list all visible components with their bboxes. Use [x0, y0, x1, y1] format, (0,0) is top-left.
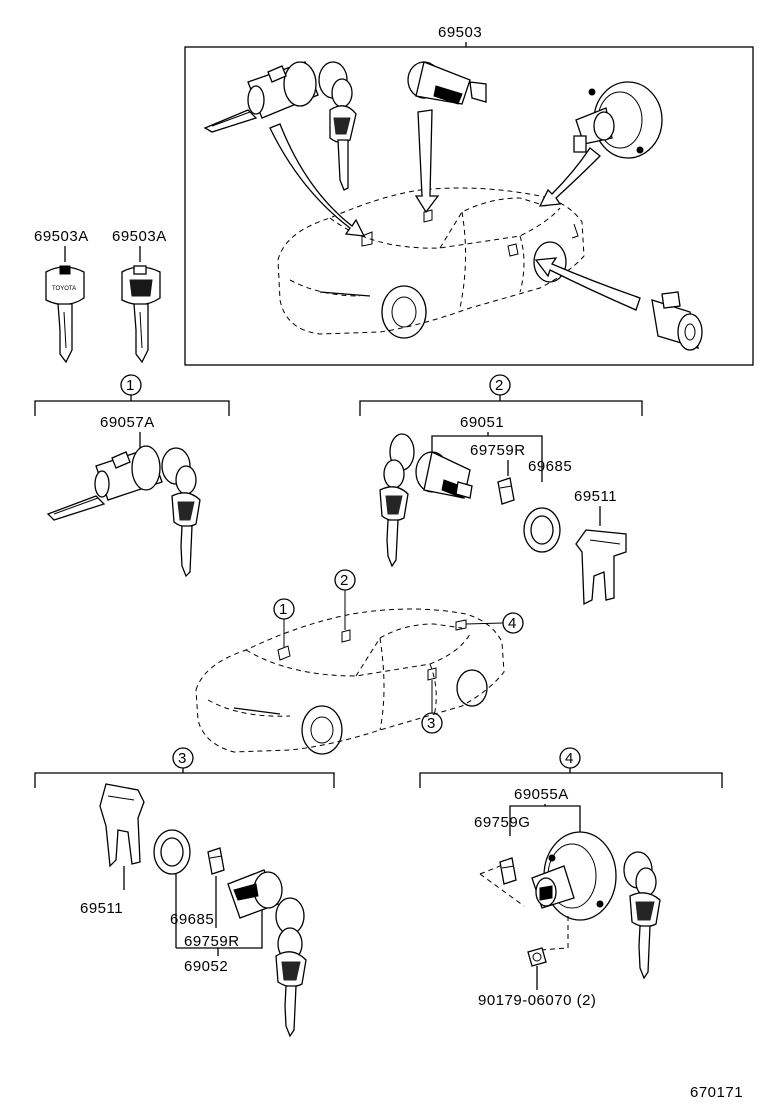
top-group-frame — [184, 46, 754, 366]
car-marker-3: 3 — [427, 715, 435, 732]
car-outline-center — [195, 608, 505, 755]
group-2-sub-part-2: 69685 — [528, 458, 572, 475]
key-label-1: 69503A — [34, 228, 89, 245]
group-2-sub-part-1: 69759R — [470, 442, 526, 459]
group-4-assembly-label: 69055A — [514, 786, 569, 803]
group-4-marker-text: 4 — [565, 750, 573, 767]
master-key: TOYOTA — [45, 265, 85, 364]
lock-seal-ring — [523, 507, 561, 553]
pointer-arrow — [534, 257, 641, 311]
group-1: 1 69057A — [34, 374, 230, 578]
key-label-2: 69503A — [112, 228, 167, 245]
valet-key — [121, 265, 161, 364]
group-3-sub-part-1: 69511 — [80, 900, 123, 917]
car-marker-4: 4 — [508, 615, 516, 632]
car-marker-1: 1 — [279, 601, 287, 618]
pointer-arrow — [269, 123, 366, 237]
key-pair-top — [318, 61, 357, 191]
lock-seal-ring-3 — [153, 829, 191, 875]
door-lock-cylinder-top — [407, 61, 487, 105]
ignition-lock-cylinder-top — [203, 61, 319, 133]
door-lock-cylinder — [415, 451, 473, 499]
trunk-lock-assembly — [531, 831, 617, 921]
retaining-clip — [575, 529, 627, 606]
key-pair-1 — [161, 447, 201, 578]
door-lock-cylinder-right-top — [651, 291, 703, 351]
page-code: 670171 — [690, 1084, 743, 1101]
lock-clip-4 — [499, 857, 517, 885]
ignition-lock-cylinder — [46, 445, 163, 521]
retaining-clip-3 — [99, 783, 145, 868]
group-1-assembly-label: 69057A — [100, 414, 155, 431]
group-3: 3 69511 69685 69759R 69052 — [34, 747, 335, 1038]
pointer-arrow — [414, 109, 440, 214]
group-2-marker-text: 2 — [495, 377, 503, 394]
group-2: 2 69051 69759R 69685 69511 — [359, 374, 643, 606]
group-1-marker-text: 1 — [126, 377, 134, 394]
door-lock-cylinder-3 — [227, 869, 283, 919]
group-4-sub-part-1: 69759G — [474, 814, 530, 831]
group-3-marker-text: 3 — [178, 750, 186, 767]
key-brand-text: TOYOTA — [52, 286, 76, 292]
lock-clip-3 — [207, 847, 225, 875]
car-location-markers: 1 2 3 4 — [273, 569, 524, 734]
car-marker-2: 2 — [340, 572, 348, 589]
group-2-sub-part-3: 69511 — [574, 488, 617, 505]
key-pair-2 — [379, 433, 415, 568]
mounting-bolt — [527, 947, 547, 967]
group-3-sub-part-3: 69759R — [184, 933, 240, 950]
group-4: 4 69055A 69759G 90179-06070 (2) — [419, 747, 723, 1009]
key-pair-3 — [275, 897, 307, 1038]
key-pair-4 — [623, 851, 661, 980]
loose-keys: 69503A 69503A TOYOTA — [34, 228, 167, 364]
top-assembly-group: 69503 — [184, 24, 754, 366]
pointer-arrow — [538, 147, 601, 207]
group-3-sub-part-2: 69685 — [170, 911, 214, 928]
top-group-label: 69503 — [438, 24, 482, 41]
group-4-sub-part-2: 90179-06070 (2) — [478, 992, 596, 1009]
group-2-assembly-label: 69051 — [460, 414, 504, 431]
trunk-lock-top — [573, 81, 663, 159]
group-3-assembly-label: 69052 — [184, 958, 228, 975]
lock-clip — [497, 477, 515, 505]
